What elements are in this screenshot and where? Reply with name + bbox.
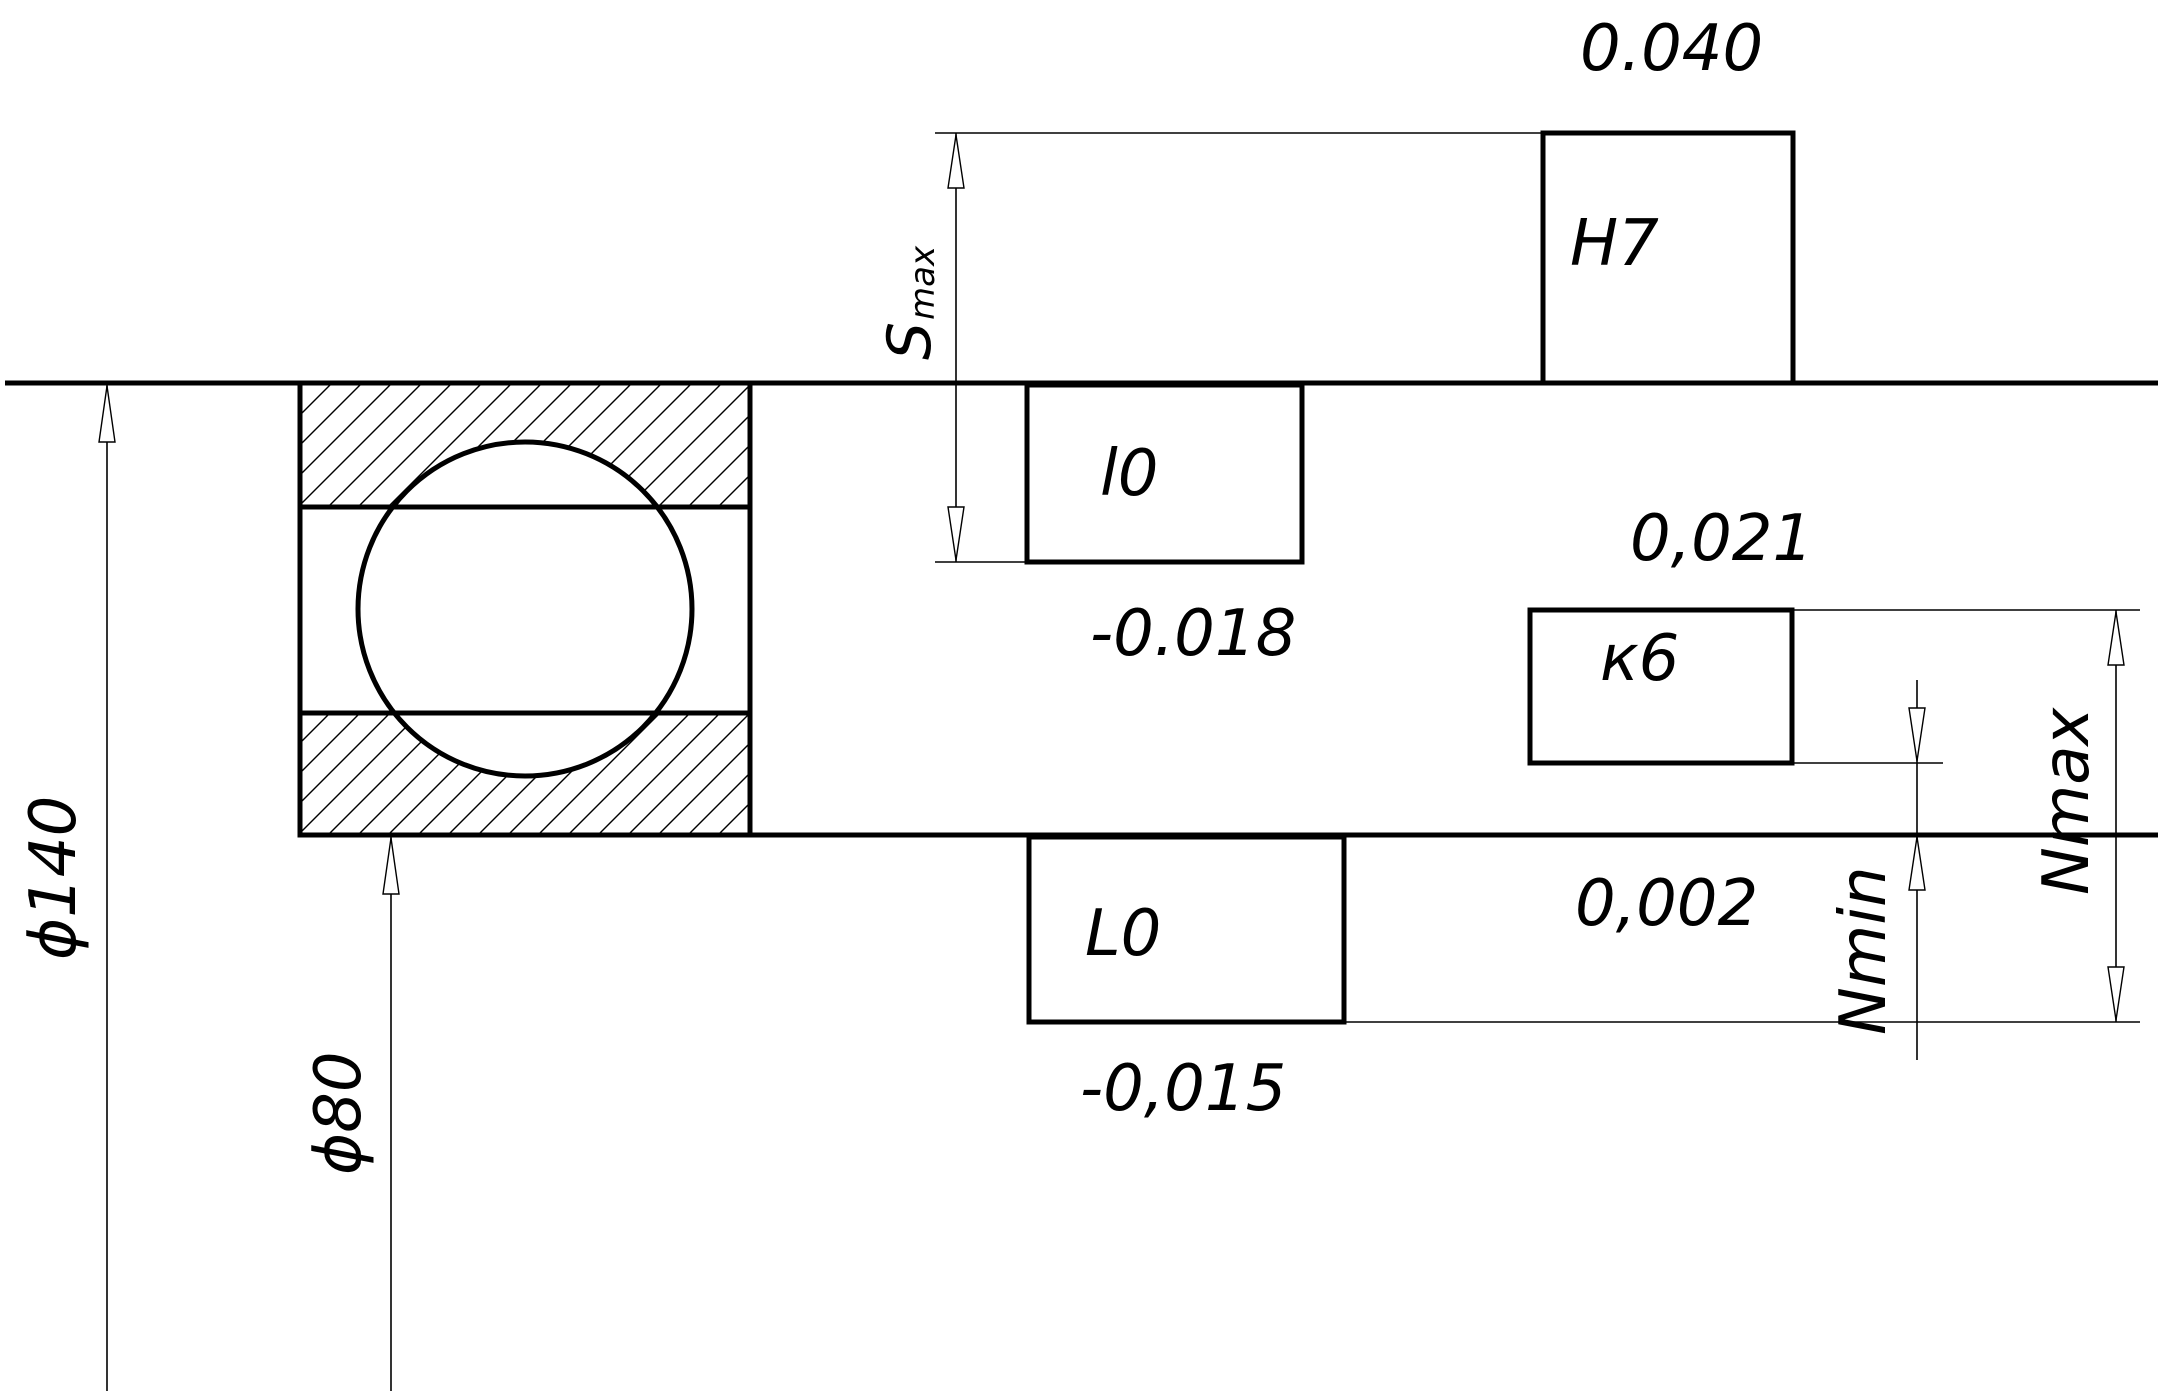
nmax-top-arrow [2107, 611, 2125, 666]
hatch-line [717, 712, 750, 835]
l0-lower-box-label: L0 [1085, 897, 1161, 971]
smax-top-arrow [947, 134, 965, 189]
k6-upper-deviation: 0,021 [1630, 502, 1813, 576]
hatch-line [329, 385, 451, 505]
k6-label: к6 [1600, 622, 1679, 696]
l0-upper-tolerance-box [1024, 382, 1305, 565]
d140-arrow [98, 385, 116, 443]
d140-label: ϕ140 [17, 796, 91, 960]
hatch-line [629, 385, 750, 505]
hatch-line [659, 385, 750, 505]
hatch-line [300, 385, 421, 505]
hatch-line [359, 385, 481, 505]
svg-text:S: S [875, 322, 945, 360]
h7-upper-deviation: 0.040 [1580, 12, 1763, 86]
hatch-line [300, 712, 391, 835]
l0-lower-tolerance-box [1026, 834, 1347, 1025]
hatch-line [300, 712, 421, 835]
hatch-line [300, 712, 331, 835]
smax-label: S max [875, 245, 945, 360]
hatch-line [599, 385, 721, 505]
hatch-line [749, 385, 750, 505]
bearing-outline [297, 380, 753, 838]
rolling-ball [355, 439, 695, 779]
nmax-bottom-arrow [2107, 966, 2125, 1021]
l0-upper-lower-deviation: -0.018 [1090, 597, 1296, 671]
hatch-line [509, 385, 631, 505]
smax-bottom-arrow [947, 506, 965, 561]
hatch-line [569, 385, 691, 505]
nmax-label: Nmax [2030, 707, 2104, 895]
d80-label: ϕ80 [302, 1051, 376, 1175]
k6-tolerance-box [1527, 607, 1795, 766]
hatch-line [719, 385, 750, 505]
bearing-section [297, 380, 753, 838]
l0-lower-lower-deviation: -0,015 [1080, 1052, 1286, 1126]
hatch-line [627, 712, 750, 835]
nmin-top-arrow [1908, 707, 1926, 762]
h7-label: H7 [1570, 207, 1659, 281]
l0-upper-box-label: l0 [1100, 437, 1159, 511]
hatch-line [567, 712, 691, 835]
hatch-line [747, 712, 750, 835]
hatch-line [357, 712, 481, 835]
svg-text:max: max [903, 245, 943, 320]
outer-ring-hatching [300, 385, 750, 505]
hatch-line [300, 385, 301, 505]
h7-tolerance-box [1540, 130, 1796, 386]
hatch-line [327, 712, 451, 835]
d80-arrow [382, 837, 400, 895]
k6-lower-deviation: 0,002 [1575, 867, 1758, 941]
nmin-label: Nmin [1827, 866, 1901, 1035]
hatch-line [300, 712, 301, 835]
hatch-line [300, 712, 361, 835]
hatch-line [419, 385, 541, 505]
hatch-line [657, 712, 750, 835]
hatch-line [597, 712, 721, 835]
hatch-line [300, 385, 331, 505]
hatch-line [300, 385, 391, 505]
hatch-line [689, 385, 750, 505]
nmin-bottom-arrow [1908, 836, 1926, 891]
hatch-line [300, 385, 361, 505]
